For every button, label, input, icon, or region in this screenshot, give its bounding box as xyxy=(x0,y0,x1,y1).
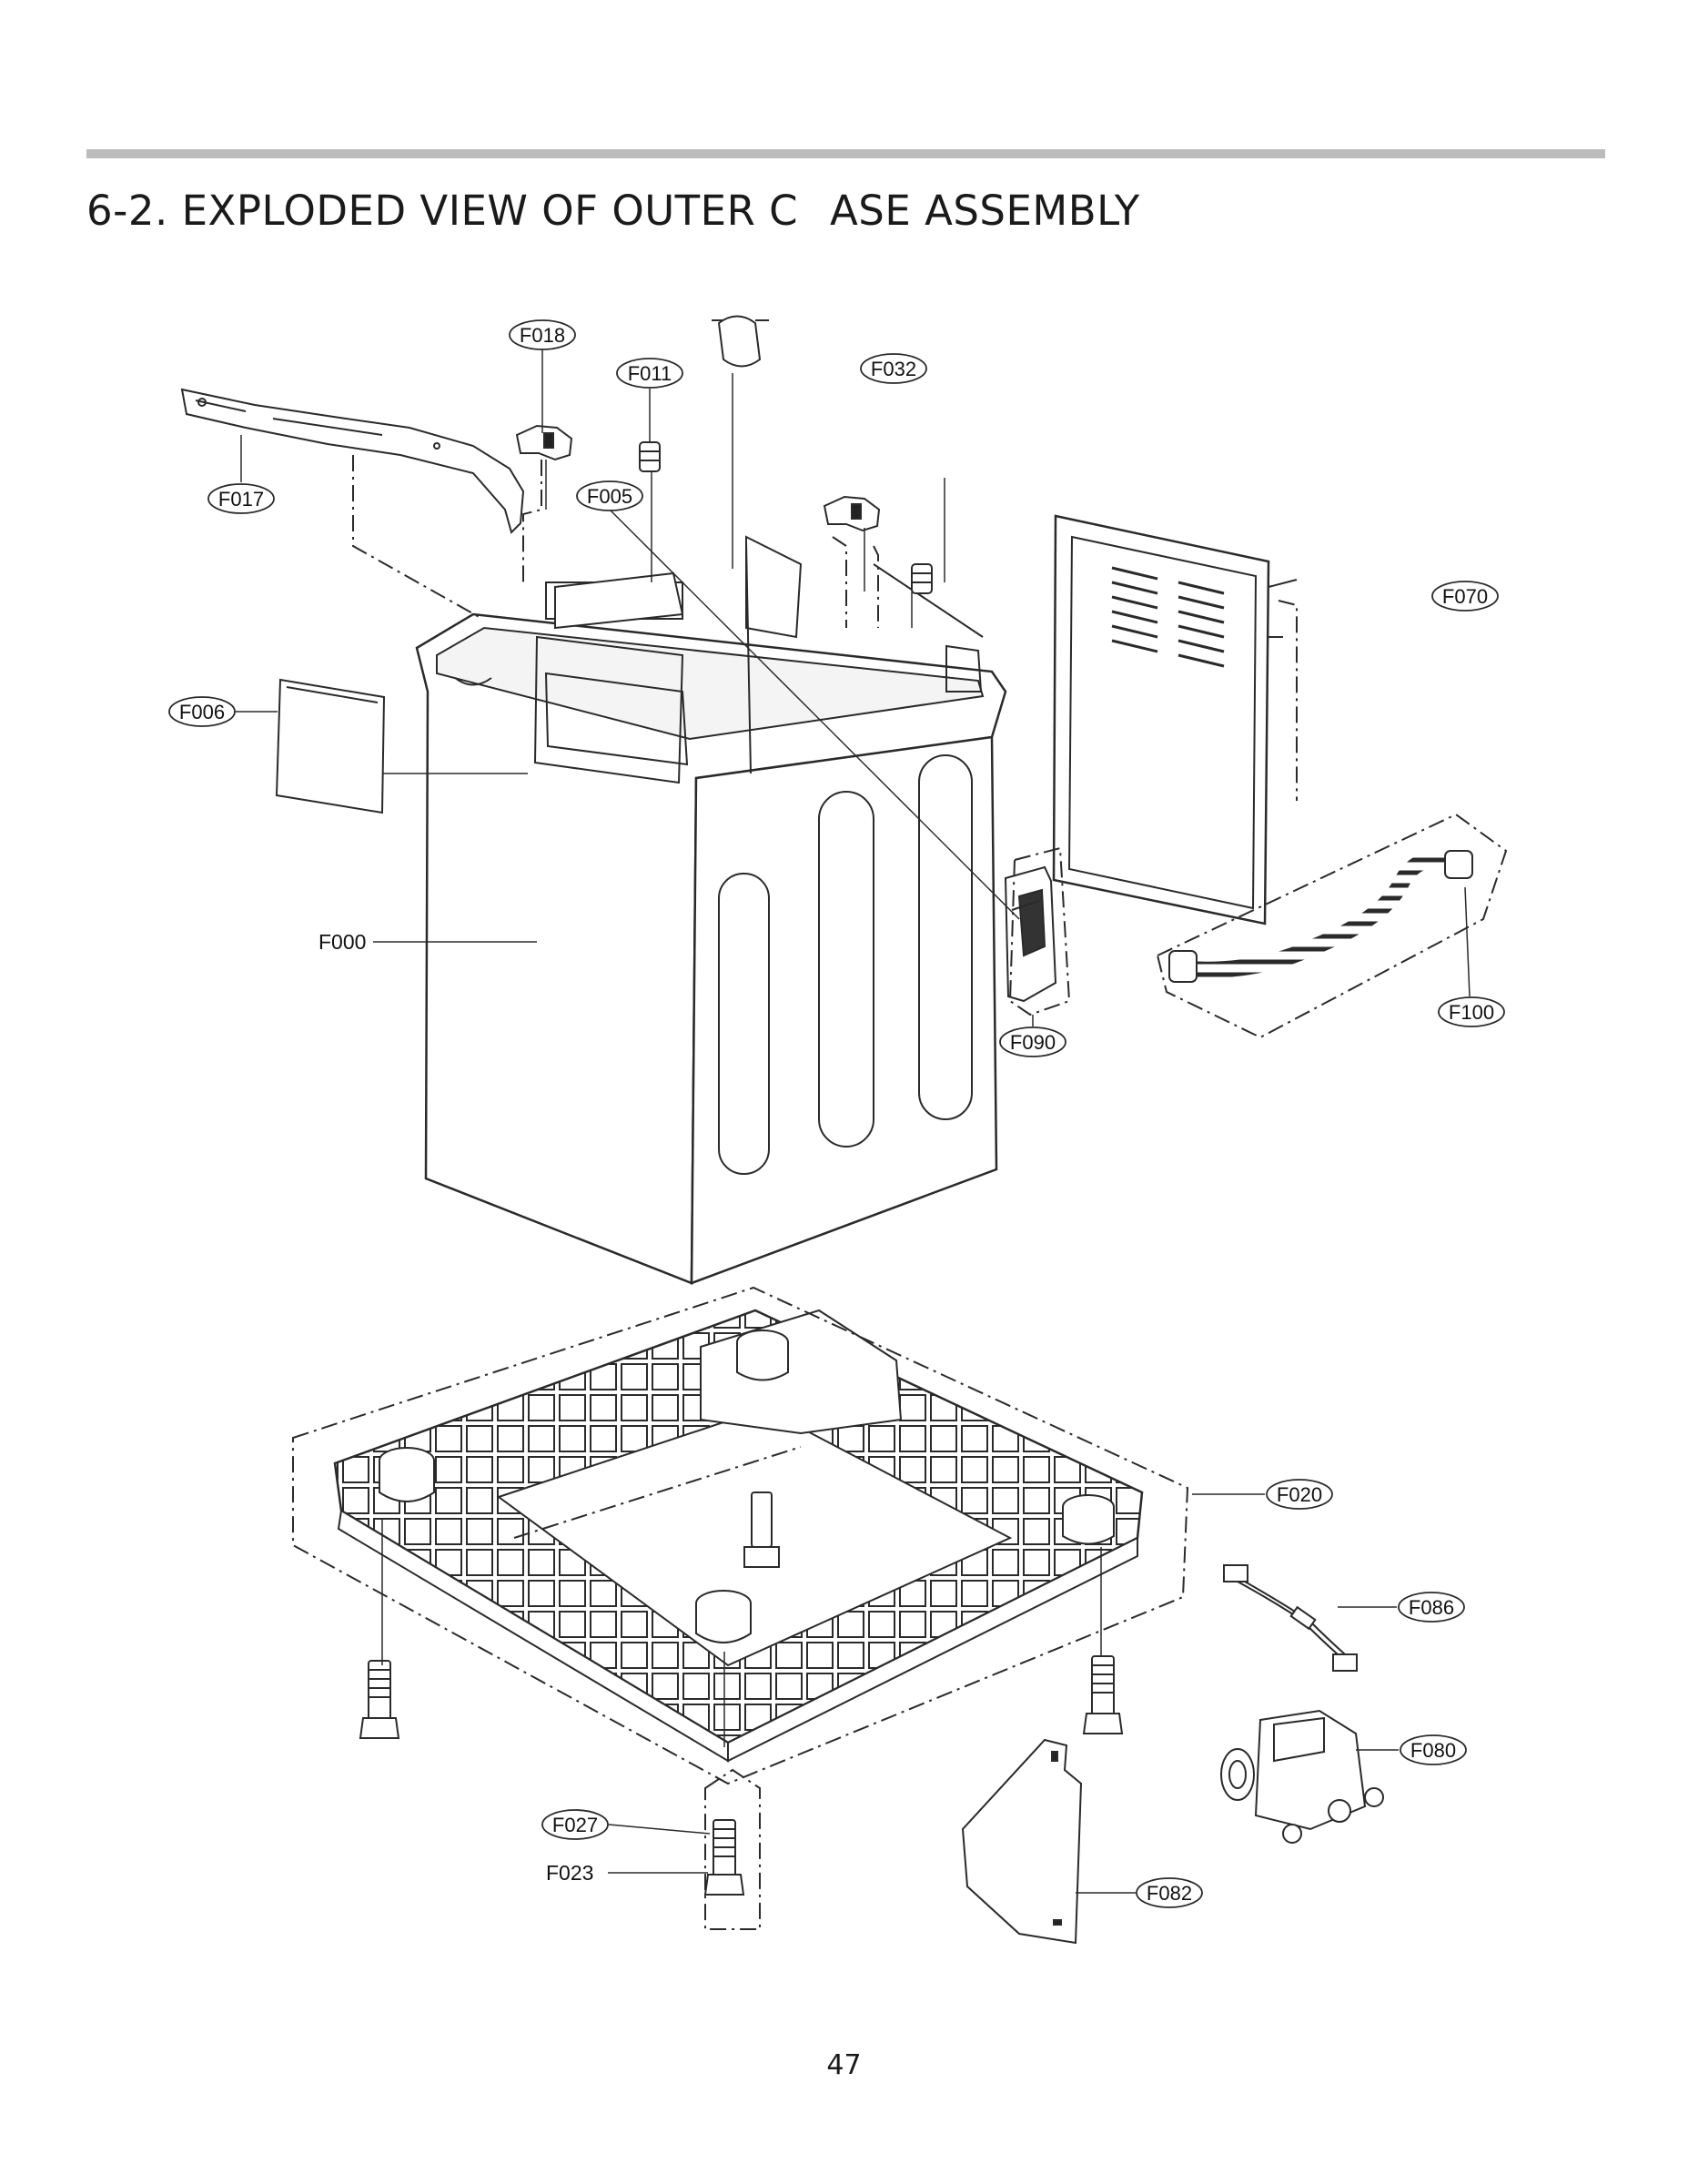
svg-text:F020: F020 xyxy=(1277,1483,1322,1506)
svg-text:F080: F080 xyxy=(1410,1739,1456,1762)
wire-harness-part xyxy=(1223,1564,1358,1672)
page-title-part2: ASE ASSEMBLY xyxy=(830,187,1140,235)
callout-f086: F086 xyxy=(1398,1592,1465,1623)
support-clip-right xyxy=(823,495,881,532)
svg-text:F005: F005 xyxy=(587,485,632,508)
callout-f100: F100 xyxy=(1438,996,1505,1027)
label-f023: F023 xyxy=(546,1861,593,1885)
svg-text:F027: F027 xyxy=(552,1814,598,1836)
top-clamp xyxy=(712,315,769,368)
svg-text:F018: F018 xyxy=(520,324,565,347)
callout-f070: F070 xyxy=(1431,581,1499,612)
damper-left xyxy=(639,441,661,472)
callout-f027: F027 xyxy=(541,1809,609,1840)
rear-cover-part xyxy=(1052,514,1298,925)
drain-pump-part xyxy=(1220,1709,1384,1844)
callout-f017: F017 xyxy=(207,483,275,514)
callout-f011: F011 xyxy=(616,358,683,389)
svg-text:F090: F090 xyxy=(1010,1031,1056,1054)
callout-f090: F090 xyxy=(999,1026,1066,1057)
base-frame-part xyxy=(333,1309,1144,1763)
leveling-foot-front xyxy=(703,1819,745,1896)
label-f000: F000 xyxy=(318,930,366,954)
svg-text:F100: F100 xyxy=(1449,1001,1494,1024)
header-rule xyxy=(86,149,1605,158)
rear-bracket-part xyxy=(180,388,525,534)
label-plate-part xyxy=(275,678,386,814)
valve-bracket-part xyxy=(1004,865,1057,1003)
svg-text:F011: F011 xyxy=(628,362,672,385)
damper-right xyxy=(911,563,933,594)
callout-f080: F080 xyxy=(1400,1734,1467,1765)
svg-text:F017: F017 xyxy=(218,488,264,511)
leveling-foot-right xyxy=(1082,1655,1124,1734)
support-clip-left xyxy=(515,424,573,461)
page-title-part1: 6-2. EXPLODED VIEW OF OUTER C xyxy=(86,187,799,235)
callout-f082: F082 xyxy=(1136,1877,1203,1908)
drain-hose-part xyxy=(1168,850,1473,983)
pump-cover-part xyxy=(961,1738,1083,1945)
callout-f032: F032 xyxy=(860,353,927,384)
callout-f006: F006 xyxy=(168,696,236,727)
callout-f020: F020 xyxy=(1266,1479,1333,1510)
svg-text:F032: F032 xyxy=(871,358,916,380)
svg-text:F070: F070 xyxy=(1442,585,1488,608)
cabinet-part xyxy=(415,535,1007,1285)
page-number: 47 xyxy=(826,2049,862,2081)
callout-f005: F005 xyxy=(576,480,643,511)
svg-text:F086: F086 xyxy=(1409,1596,1454,1619)
svg-text:F006: F006 xyxy=(179,701,225,723)
leveling-foot-left xyxy=(359,1660,400,1739)
svg-text:F082: F082 xyxy=(1147,1882,1192,1905)
callout-f018: F018 xyxy=(509,319,576,350)
